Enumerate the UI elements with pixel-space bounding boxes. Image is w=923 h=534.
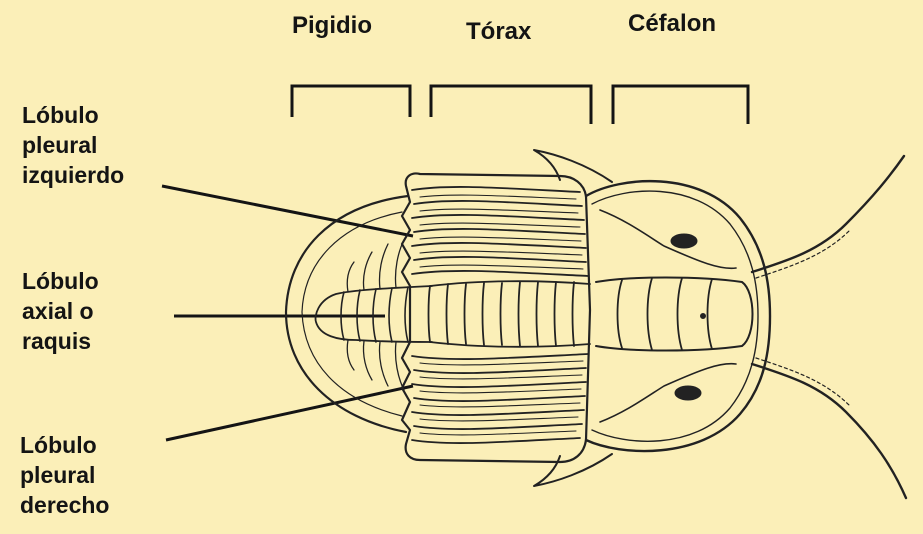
- bracket-pygidium: [292, 86, 410, 117]
- leader-left-pleural: [162, 186, 413, 236]
- bracket-thorax: [431, 86, 591, 124]
- label-thorax: Tórax: [466, 18, 531, 46]
- trilobite-body: [286, 150, 906, 498]
- antenna-top: [752, 156, 904, 272]
- label-cephalon: Céfalon: [628, 10, 716, 38]
- label-left-pleural-line-1: Lóbulo: [22, 100, 124, 130]
- label-axial-lobe: Lóbulo axial o raquis: [22, 266, 99, 356]
- eye-bottom: [675, 386, 701, 400]
- label-axial-line-2: axial o: [22, 296, 99, 326]
- genal-spine-top: [534, 150, 612, 182]
- label-right-pleural-line-1: Lóbulo: [20, 430, 109, 460]
- label-pygidium: Pigidio: [292, 12, 372, 40]
- label-left-pleural-lobe: Lóbulo pleural izquierdo: [22, 100, 124, 190]
- eye-top: [671, 234, 697, 248]
- bracket-cephalon: [613, 86, 748, 124]
- label-right-pleural-line-2: pleural: [20, 460, 109, 490]
- leader-lines: [162, 186, 413, 440]
- label-left-pleural-line-2: pleural: [22, 130, 124, 160]
- label-right-pleural-line-3: derecho: [20, 490, 109, 520]
- label-axial-line-3: raquis: [22, 326, 99, 356]
- leader-right-pleural: [166, 386, 413, 440]
- antenna-bottom: [752, 364, 906, 498]
- label-axial-line-1: Lóbulo: [22, 266, 99, 296]
- label-left-pleural-line-3: izquierdo: [22, 160, 124, 190]
- label-right-pleural-lobe: Lóbulo pleural derecho: [20, 430, 109, 520]
- section-brackets: [292, 86, 748, 124]
